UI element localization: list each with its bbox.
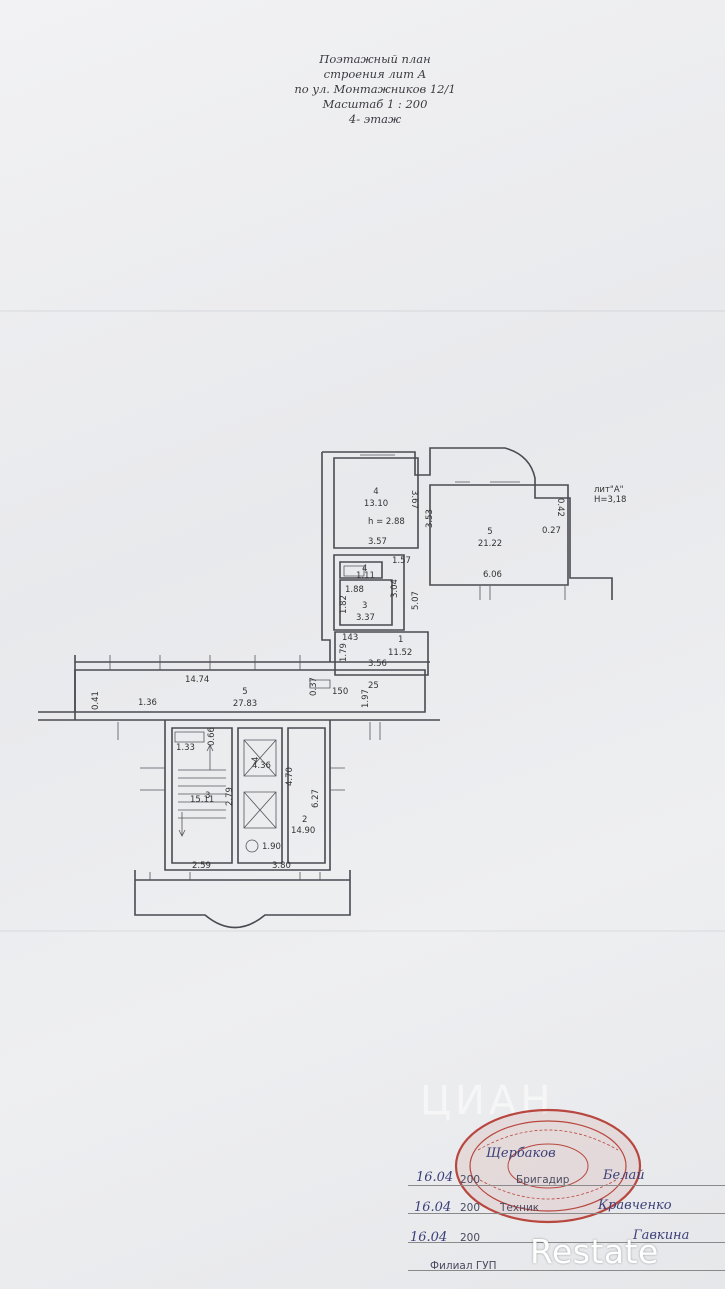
lobby-area: 14.90	[291, 826, 315, 836]
form-line	[408, 1213, 725, 1214]
header-building: строения лит А	[323, 67, 427, 81]
header-title: Поэтажный план	[319, 52, 431, 66]
dim-label: 1.82	[339, 595, 349, 614]
row3-year: 200	[460, 1232, 481, 1244]
dim-label: 1.36	[138, 698, 157, 708]
faint-watermark: ЦИАН	[420, 1078, 555, 1124]
height-label: Н=3,18	[594, 495, 626, 505]
form-line	[408, 1242, 725, 1243]
room-5-number: 5	[487, 527, 492, 537]
row3-date: 16.04	[410, 1230, 448, 1245]
dim-label: 3.56	[368, 659, 387, 669]
dim-label: 1.79	[339, 643, 349, 662]
plan-details	[109, 454, 566, 880]
room-4-height: h = 2.88	[368, 517, 405, 527]
dim-label: 1.57	[392, 556, 411, 566]
dim-label: 143	[342, 633, 358, 643]
room-bath-number: 3	[362, 601, 367, 611]
dim-label: 3.04	[390, 579, 400, 598]
dim-label: 2.79	[225, 787, 235, 806]
dim-label: 1.90	[262, 842, 281, 852]
dim-label: 0.37	[309, 677, 319, 696]
dim-label: 6.27	[311, 789, 321, 808]
dim-label: 0.27	[542, 526, 561, 536]
dim-label: 3.80	[272, 861, 291, 871]
header-floor: 4- этаж	[348, 112, 402, 126]
dim-label: 6.06	[483, 570, 502, 580]
row2-role: Техник	[500, 1202, 540, 1214]
dim-label: 3.57	[368, 537, 387, 547]
room-4-number: 4	[373, 487, 378, 497]
restate-watermark: Restate	[530, 1232, 659, 1271]
row2-signature: Кравченко	[598, 1198, 672, 1213]
dim-label: 1.88	[345, 585, 364, 595]
room-wc-number: 4	[362, 564, 367, 574]
stair-number: 3	[205, 791, 210, 801]
plan-header: Поэтажный план строения лит А по ул. Мон…	[250, 52, 500, 127]
dim-label: 3.67	[409, 490, 419, 509]
room-bath-area: 3.37	[356, 613, 375, 623]
plan-walls	[38, 447, 613, 929]
row1-date: 16.04	[416, 1170, 454, 1185]
dim-label: 14.74	[185, 675, 209, 685]
row1-signature: Белай	[603, 1168, 645, 1183]
corridor-number: 5	[242, 687, 247, 697]
row3-signature: Гавкина	[633, 1228, 690, 1243]
form-line	[408, 1185, 725, 1186]
dim-label: 2.59	[192, 861, 211, 871]
paper-fold	[0, 310, 725, 312]
form-line	[408, 1270, 725, 1271]
row1-role: Бригадир	[516, 1174, 570, 1186]
approval-block: 16.04 200 Бригадир Белай Щербаков 16.04 …	[408, 1146, 725, 1289]
row2-date: 16.04	[414, 1200, 452, 1215]
dim-label: 25	[368, 681, 379, 691]
lobby-number: 2	[302, 815, 307, 825]
dim-label: 150	[332, 687, 348, 697]
top-signature: Щербаков	[486, 1146, 556, 1161]
room-hall-number: 1	[398, 635, 403, 645]
branch-label: Филиал ГУП	[430, 1260, 497, 1272]
header-address: по ул. Монтажников 12/1	[294, 82, 456, 96]
stair-area: 15.11	[190, 795, 214, 805]
dim-label: 4.70	[285, 767, 295, 786]
room-5-area: 21.22	[478, 539, 502, 549]
room-4-area: 13.10	[364, 499, 388, 509]
dim-label: 5.07	[411, 591, 421, 610]
row2-year: 200	[460, 1202, 481, 1214]
dim-label: 0.41	[91, 691, 101, 710]
round-seal	[454, 1108, 642, 1224]
paper-fold	[0, 930, 725, 932]
dim-label: 1.97	[361, 689, 371, 708]
elevator-area: 4.36	[252, 761, 271, 771]
dim-label: 0.66	[207, 727, 217, 746]
lit-label: лит"А"	[594, 485, 624, 495]
header-scale: Масштаб 1 : 200	[322, 97, 428, 111]
corridor-area: 27.83	[233, 699, 257, 709]
dim-label: 0.42	[555, 498, 565, 517]
room-hall-area: 11.52	[388, 648, 412, 658]
room-wc-area: 1.11	[356, 571, 375, 581]
dim-label: 3.53	[425, 509, 435, 528]
elevator-number: 4	[251, 757, 261, 762]
row1-year: 200	[460, 1174, 481, 1186]
dim-label: 1.33	[176, 743, 195, 753]
